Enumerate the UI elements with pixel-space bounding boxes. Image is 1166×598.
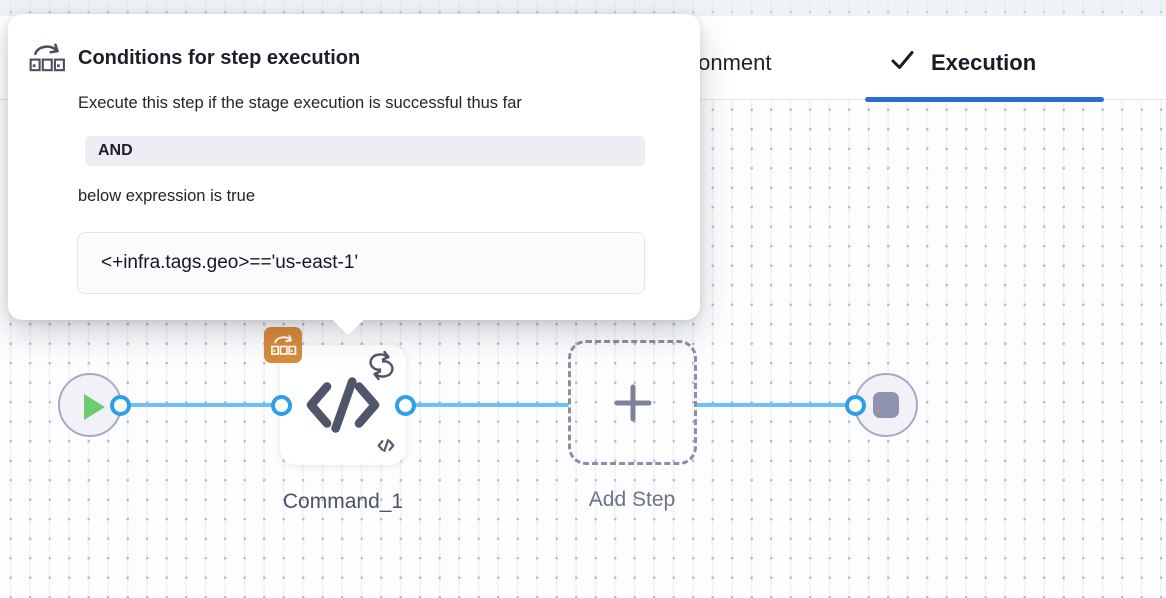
active-tab-underline	[865, 97, 1104, 102]
port-start-out[interactable]	[109, 394, 131, 416]
loop-strategy-icon	[363, 349, 399, 388]
play-icon	[84, 394, 105, 420]
expression-intro-text: below expression is true	[78, 187, 256, 205]
tab-execution-label: Execution	[931, 50, 1037, 75]
checkmark-icon	[889, 48, 916, 78]
tab-execution[interactable]: Execution	[889, 48, 1036, 78]
edge-start-to-command	[120, 403, 281, 407]
step-condition-popover: Conditions for step execution Execute th…	[8, 14, 700, 336]
plus-icon	[614, 384, 651, 421]
canvas-top-strip	[0, 0, 1166, 16]
step-label-add-step: Add Step	[588, 488, 676, 511]
code-icon	[303, 373, 383, 442]
popover-description: Execute this step if the stage execution…	[78, 94, 522, 112]
popover-title: Conditions for step execution	[78, 47, 361, 69]
conditional-execution-icon	[28, 41, 66, 79]
expression-value: <+infra.tags.geo>=='us-east-1'	[77, 232, 645, 294]
step-node-command[interactable]	[264, 327, 406, 465]
port-command-out[interactable]	[394, 394, 416, 416]
add-step-button[interactable]	[568, 340, 697, 465]
edge-command-to-addstep	[405, 403, 569, 407]
code-icon-small	[377, 438, 395, 458]
conditional-execution-badge[interactable]	[264, 327, 302, 363]
step-label-command: Command_1	[282, 490, 404, 513]
operator-badge: AND	[85, 136, 645, 166]
edge-addstep-to-end	[696, 403, 855, 407]
port-end-in[interactable]	[844, 394, 866, 416]
port-command-in[interactable]	[270, 394, 292, 416]
stop-icon	[873, 392, 899, 418]
